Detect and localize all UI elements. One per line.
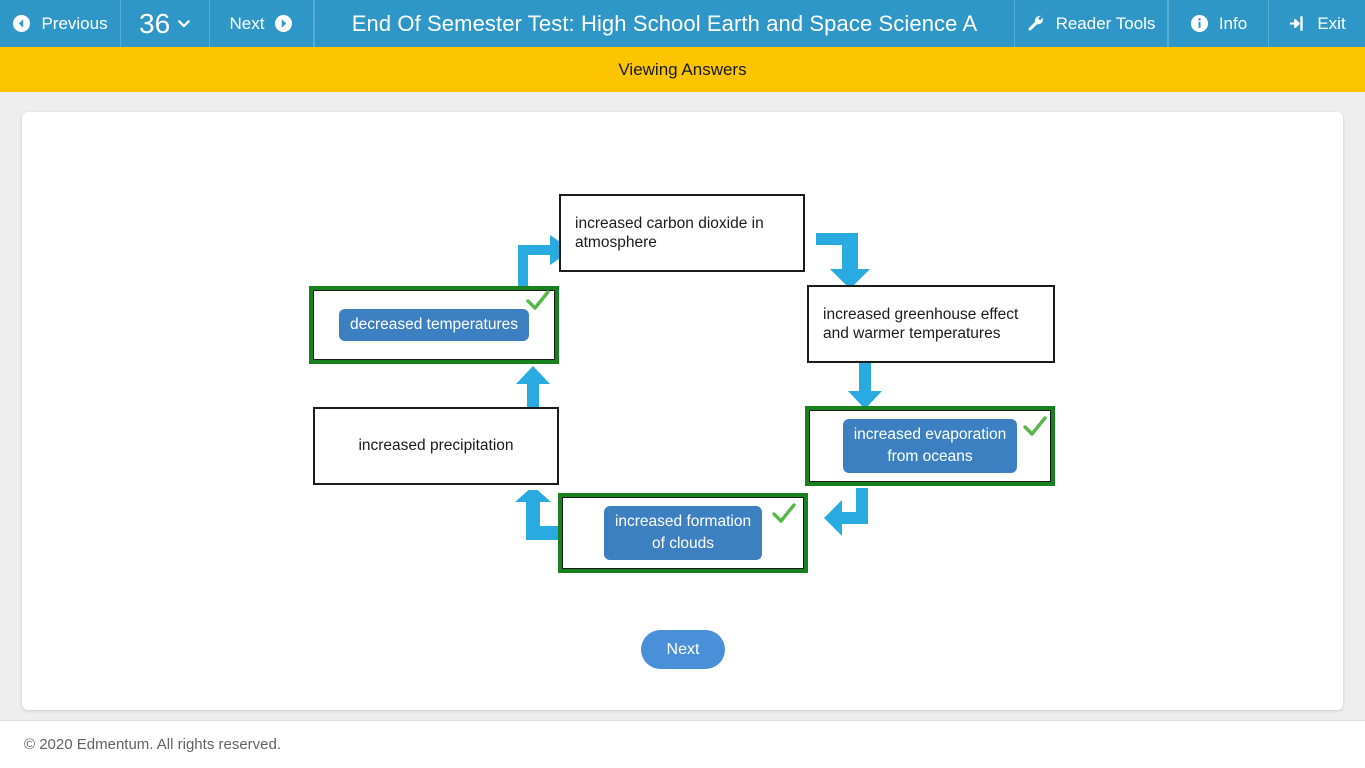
wrench-icon [1028, 15, 1043, 31]
top-navigation-bar: Previous 36 Next End Of Semester Test: H… [0, 0, 1365, 47]
reader-tools-button[interactable]: Reader Tools [1015, 0, 1168, 47]
arrow-right-circle-icon [275, 14, 293, 33]
arrow-elbow-up-right-icon [518, 235, 572, 287]
question-content-card: increased carbon dioxide in atmosphere i… [22, 112, 1343, 710]
assessment-title: End Of Semester Test: High School Earth … [314, 0, 1015, 47]
carbon-cycle-diagram: increased carbon dioxide in atmosphere i… [22, 112, 1343, 612]
flowchart-box-precipitation-label: increased precipitation [358, 437, 514, 455]
arrow-left-circle-icon [13, 14, 31, 33]
answer-chip-increased-evaporation[interactable]: increased evaporation from oceans [842, 418, 1018, 474]
answer-target-increased-formation-of-clouds[interactable]: increased formation of clouds [558, 493, 808, 573]
next-nav-label: Next [229, 13, 265, 33]
chevron-down-icon [178, 20, 190, 28]
flowchart-box-co2: increased carbon dioxide in atmosphere [559, 194, 805, 272]
exit-button[interactable]: Exit [1268, 0, 1365, 47]
previous-button[interactable]: Previous [0, 0, 121, 47]
info-circle-icon [1190, 14, 1208, 33]
exit-label: Exit [1317, 13, 1346, 33]
exit-sign-in-icon [1290, 16, 1303, 31]
reader-tools-label: Reader Tools [1055, 13, 1156, 33]
arrow-elbow-down-left-icon [824, 488, 868, 536]
page-number-value: 36 [139, 7, 171, 39]
correct-check-icon [772, 503, 796, 523]
page-footer: © 2020 Edmentum. All rights reserved. [0, 720, 1365, 768]
arrow-straight-down-icon [848, 363, 882, 409]
page-number-dropdown[interactable]: 36 [121, 0, 210, 47]
arrow-straight-up-icon [516, 366, 550, 412]
correct-check-icon [526, 290, 550, 310]
answer-chip-decreased-temperatures[interactable]: decreased temperatures [338, 308, 529, 342]
assessment-title-text: End Of Semester Test: High School Earth … [351, 10, 978, 36]
previous-button-label: Previous [41, 13, 108, 33]
copyright-text: © 2020 Edmentum. All rights reserved. [24, 736, 282, 753]
info-label: Info [1218, 13, 1248, 33]
viewing-answers-text: Viewing Answers [618, 59, 747, 79]
arrow-elbow-right-down-icon [816, 233, 870, 289]
correct-check-icon [1023, 416, 1047, 436]
answer-chip-increased-formation-of-clouds[interactable]: increased formation of clouds [603, 505, 763, 561]
flowchart-box-greenhouse-label: increased greenhouse effect and warmer t… [823, 305, 1019, 342]
flowchart-box-precipitation: increased precipitation [313, 407, 559, 485]
next-nav-button[interactable]: Next [210, 0, 314, 47]
viewing-answers-banner: Viewing Answers [0, 47, 1365, 92]
flowchart-box-greenhouse: increased greenhouse effect and warmer t… [807, 285, 1055, 363]
info-button[interactable]: Info [1168, 0, 1268, 47]
answer-target-increased-evaporation[interactable]: increased evaporation from oceans [805, 406, 1055, 486]
flowchart-box-co2-label: increased carbon dioxide in atmosphere [575, 214, 764, 251]
answer-target-decreased-temperatures[interactable]: decreased temperatures [309, 286, 559, 364]
next-question-button[interactable]: Next [641, 630, 725, 669]
